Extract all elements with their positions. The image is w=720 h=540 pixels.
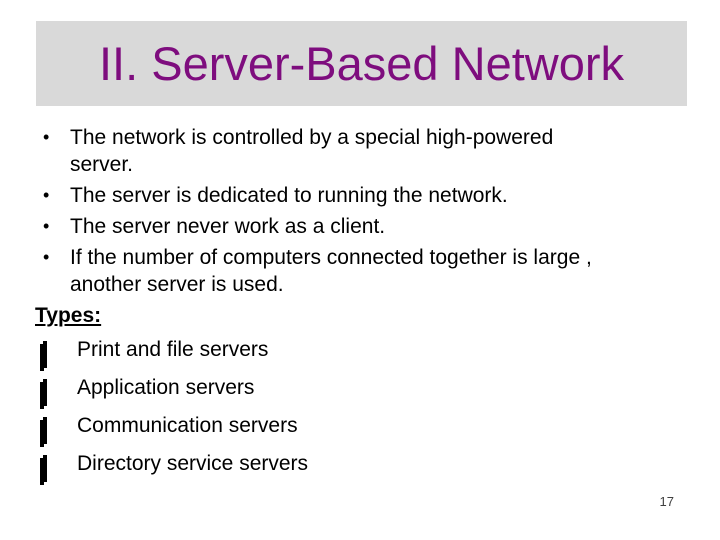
page-number: 17 [659, 494, 674, 509]
bullet-icon: • [43, 247, 50, 267]
bullet-text: The network is controlled by a special h… [70, 124, 553, 178]
list-item: Communication servers [35, 412, 700, 444]
slide-title: II. Server-Based Network [98, 37, 624, 90]
bullet-icon: • [43, 216, 50, 236]
list-item-label: Directory service servers [77, 452, 309, 475]
list-item-label: Print and file servers [77, 338, 269, 361]
checkbox-bullet-icon [35, 336, 77, 368]
bullet-line: The network is controlled by a special h… [70, 126, 554, 149]
list-item: Directory service servers [35, 450, 700, 482]
bullet-line: server. [70, 153, 134, 176]
checkbox-bullet-icon [35, 412, 77, 444]
list-item: Application servers [35, 374, 700, 406]
bullet-line: another server is used. [70, 273, 284, 296]
types-heading: Types: [35, 304, 102, 327]
bullet-line: The server is dedicated to running the n… [70, 184, 508, 207]
checkbox-bullet-icon [35, 450, 77, 482]
slide-body: • The network is controlled by a special… [35, 124, 700, 488]
bullet-item: • The server is dedicated to running the… [35, 182, 700, 209]
bullet-icon: • [43, 127, 50, 147]
bullet-item: • The server never work as a client. [35, 213, 700, 240]
checkbox-bullet-icon [35, 374, 77, 406]
list-item: Print and file servers [35, 336, 700, 368]
title-bar: II. Server-Based Network [36, 21, 687, 106]
bullet-line: The server never work as a client. [70, 215, 386, 238]
bullet-line: If the number of computers connected tog… [70, 246, 592, 269]
bullet-item: • The network is controlled by a special… [35, 124, 700, 178]
bullet-item: • If the number of computers connected t… [35, 244, 700, 298]
bullet-text: The server never work as a client. [70, 213, 385, 240]
bullet-icon: • [43, 185, 50, 205]
bullet-text: If the number of computers connected tog… [70, 244, 592, 298]
list-item-label: Application servers [77, 376, 255, 399]
bullet-text: The server is dedicated to running the n… [70, 182, 508, 209]
list-item-label: Communication servers [77, 414, 298, 437]
